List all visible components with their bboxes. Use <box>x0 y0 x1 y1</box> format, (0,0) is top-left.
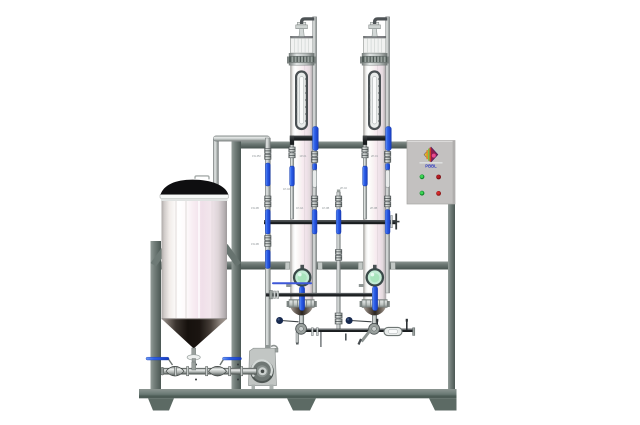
svg-text:1P-01: 1P-01 <box>300 154 307 158</box>
svg-text:2P-01: 2P-01 <box>371 154 378 158</box>
svg-text:2P-0B: 2P-0B <box>370 206 377 210</box>
svg-text:2P-02: 2P-02 <box>340 186 347 190</box>
svg-text:1W-PM: 1W-PM <box>252 154 261 158</box>
svg-text:1P-0A: 1P-0A <box>296 206 303 210</box>
svg-text:PBBL: PBBL <box>425 163 437 168</box>
svg-text:1W-0B: 1W-0B <box>251 206 259 210</box>
svg-text:1P-0B: 1P-0B <box>322 206 329 210</box>
svg-text:1W-0B: 1W-0B <box>251 242 259 246</box>
svg-text:1P-02: 1P-02 <box>283 187 290 191</box>
